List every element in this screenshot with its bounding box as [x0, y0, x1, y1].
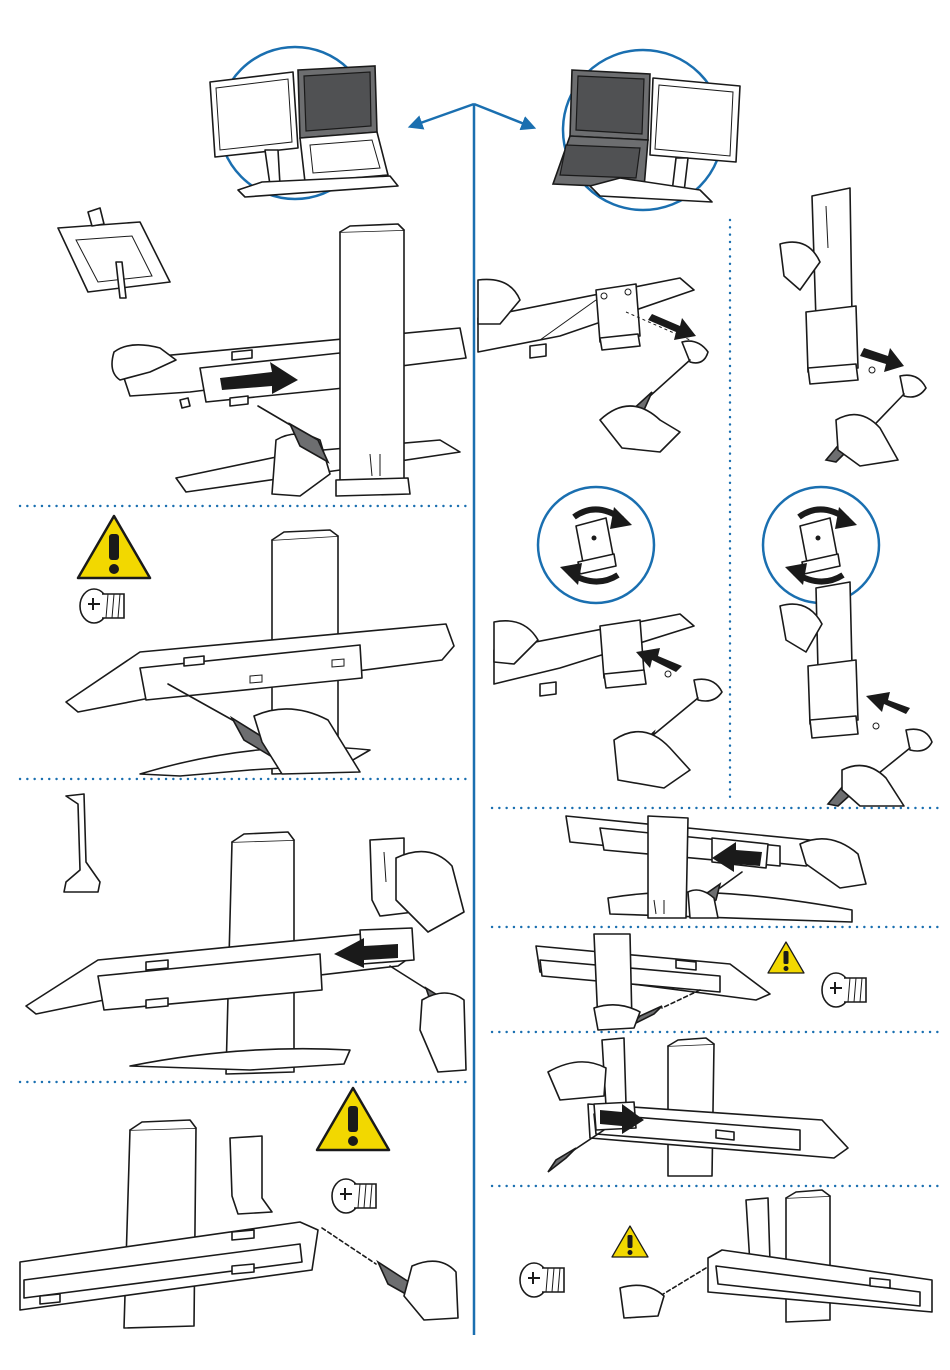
- right-step-3: [566, 816, 866, 922]
- right-step-1a: [478, 278, 708, 452]
- rotate-detail-left: [538, 487, 654, 603]
- screw-icon: [80, 589, 124, 623]
- config-left-laptop-right: [210, 47, 398, 199]
- warning-icon: [78, 516, 150, 578]
- left-step-3: [26, 794, 466, 1074]
- left-step-4: [20, 1088, 458, 1328]
- config-right-laptop-left: [553, 50, 740, 210]
- left-step-2: [66, 516, 454, 776]
- right-step-2b: [780, 582, 932, 806]
- warning-icon: [317, 1088, 389, 1150]
- warning-icon: [612, 1226, 648, 1257]
- right-step-5: [548, 1038, 848, 1176]
- right-step-1b: [780, 188, 926, 466]
- right-step-6: [520, 1190, 932, 1322]
- warning-icon: [768, 942, 804, 973]
- right-step-2a: [494, 614, 722, 788]
- screw-icon: [822, 973, 866, 1007]
- rotate-detail-right: [763, 487, 879, 603]
- screw-icon: [332, 1179, 376, 1213]
- config-arrows: [412, 104, 532, 1335]
- right-step-4: [536, 934, 866, 1030]
- left-step-1: [58, 208, 466, 496]
- screw-icon: [520, 1263, 564, 1297]
